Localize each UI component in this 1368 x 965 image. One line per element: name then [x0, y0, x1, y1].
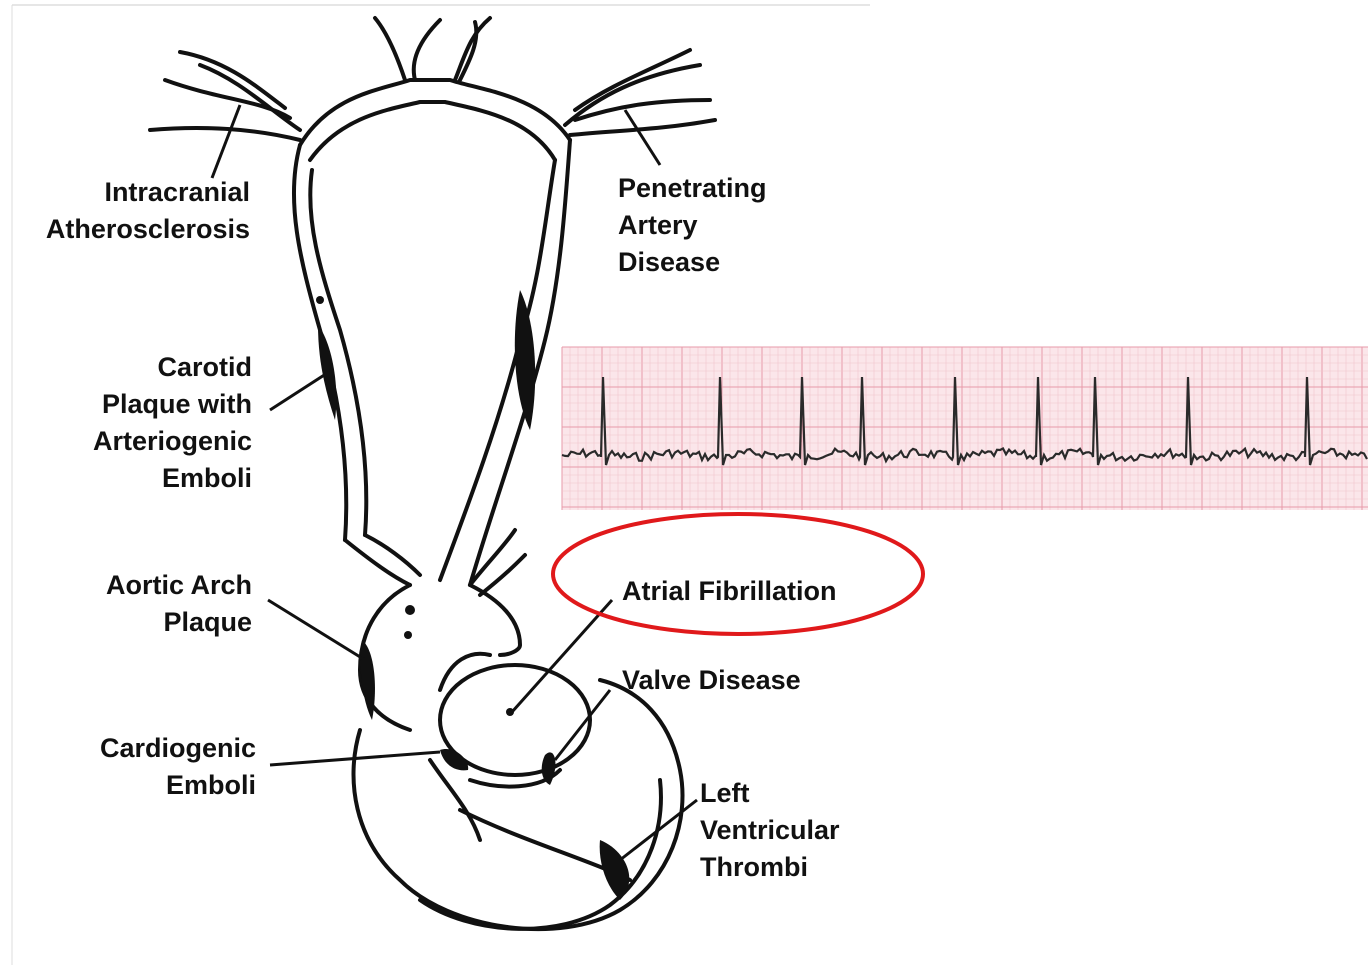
leader-intracranial — [212, 105, 240, 178]
left-carotid-inner — [310, 170, 366, 535]
ecg-strip — [562, 347, 1368, 510]
circle-of-willis-top — [300, 80, 570, 145]
right-neck-branch-inner — [480, 555, 525, 595]
circle-of-willis-inner — [310, 102, 555, 160]
leader-valve — [555, 690, 610, 760]
left-cerebral-branch — [200, 65, 300, 130]
left-cerebral-branch-3 — [150, 128, 300, 140]
leader-penetrating — [625, 110, 660, 165]
label-left-ventricular-thrombi: Left Ventricular Thrombi — [700, 775, 840, 886]
label-penetrating-artery-disease: Penetrating Artery Disease — [618, 170, 767, 281]
label-atrial-fibrillation: Atrial Fibrillation — [622, 573, 837, 610]
aortic-root — [430, 760, 480, 840]
label-cardiogenic-emboli: Cardiogenic Emboli — [100, 730, 256, 804]
embolus-dot — [405, 605, 415, 615]
label-carotid-plaque: Carotid Plaque with Arteriogenic Emboli — [93, 349, 252, 497]
anterior-branch-left-2 — [414, 20, 440, 80]
label-valve-disease: Valve Disease — [622, 662, 801, 699]
leader-carotid — [270, 370, 332, 410]
heart-outer-wall — [353, 680, 682, 929]
embolus-dot-2 — [404, 631, 412, 639]
leader-atrial-fibrillation — [512, 600, 612, 712]
label-aortic-arch-plaque: Aortic Arch Plaque — [106, 567, 252, 641]
ventricular-thrombus-fill — [600, 840, 630, 900]
leader-left-ventricular — [620, 800, 697, 860]
left-neck-vessel — [345, 540, 410, 585]
aortic-arch-plaque-fill — [360, 640, 374, 720]
leader-aortic-arch — [268, 600, 365, 660]
ecg-paper — [562, 347, 1368, 510]
label-intracranial-atherosclerosis: Intracranial Atherosclerosis — [46, 174, 250, 248]
right-carotid-plaque — [515, 290, 535, 430]
embolus-dot-3 — [316, 296, 324, 304]
cardiogenic-emboli-fill — [440, 749, 468, 770]
aortic-arch-right — [470, 585, 520, 655]
anterior-branch-left — [375, 18, 405, 80]
left-neck-vessel-inner — [365, 535, 420, 575]
right-cerebral-branch-3 — [570, 120, 715, 135]
